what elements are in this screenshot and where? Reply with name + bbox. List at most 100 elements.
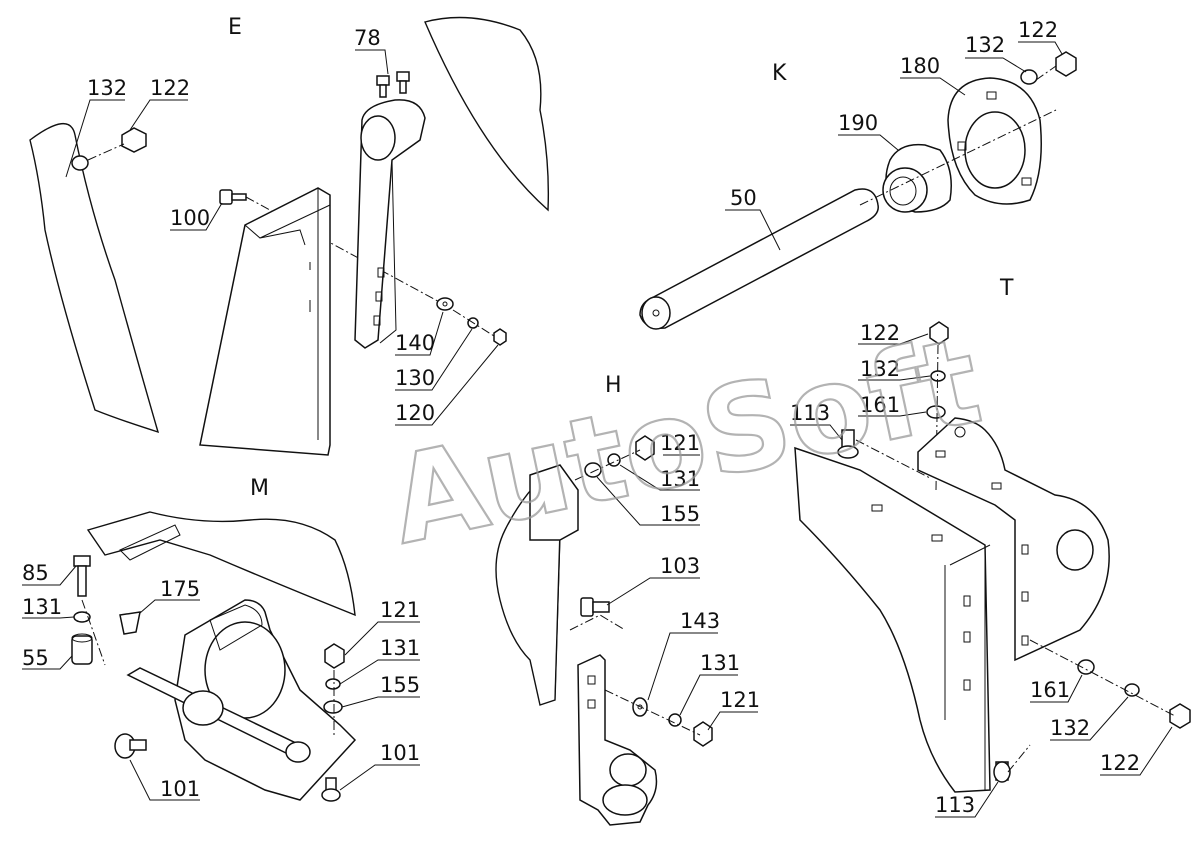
t-washer-161b bbox=[1077, 659, 1095, 675]
h-axis-2 bbox=[569, 614, 626, 631]
label-k-122: 122 bbox=[1018, 18, 1058, 42]
t-panel-slot-3 bbox=[963, 595, 971, 607]
h-washer-155 bbox=[584, 462, 602, 478]
label-h-103: 103 bbox=[660, 554, 700, 578]
h-bolt-103 bbox=[580, 597, 594, 617]
e-leader-140 bbox=[395, 311, 444, 356]
t-slot-d bbox=[1021, 591, 1029, 602]
m-nut-121 bbox=[324, 643, 345, 669]
m-lockwasher-131b bbox=[325, 678, 341, 690]
h-plate-stem bbox=[554, 539, 561, 701]
m-leader-101a bbox=[129, 759, 200, 801]
view-k-title: K bbox=[772, 61, 787, 86]
h-bracket-slot-1 bbox=[587, 675, 596, 685]
label-t-161: 161 bbox=[860, 393, 900, 417]
view-t-title: T bbox=[999, 276, 1014, 301]
label-m-131: 131 bbox=[22, 595, 62, 619]
t-panel-edges bbox=[944, 544, 991, 790]
e-leader-132 bbox=[65, 99, 125, 178]
t-leader-132b bbox=[1050, 696, 1129, 741]
label-m-85: 85 bbox=[22, 561, 49, 585]
e-arm-flange bbox=[379, 159, 397, 344]
m-leader-175 bbox=[139, 599, 200, 614]
t-leader-132 bbox=[858, 375, 931, 381]
label-t-113b: 113 bbox=[935, 793, 975, 817]
t-upper-bracket bbox=[917, 417, 1110, 662]
label-t-113a: 113 bbox=[790, 401, 830, 425]
k-washer-132 bbox=[1020, 69, 1038, 85]
k-flange-hole-2 bbox=[1021, 177, 1032, 186]
t-slot-c bbox=[1021, 544, 1029, 555]
h-axis-3 bbox=[604, 689, 701, 736]
t-axis-3 bbox=[1029, 639, 1176, 717]
t-washer-161 bbox=[926, 405, 946, 419]
e-bolt-100-shank bbox=[231, 193, 247, 201]
e-nut-120 bbox=[493, 328, 507, 346]
e-right-panel bbox=[424, 16, 550, 212]
view-e-group: E bbox=[29, 15, 550, 456]
e-leader-78 bbox=[355, 49, 389, 75]
m-axis-1 bbox=[81, 599, 106, 666]
h-leader-131 bbox=[619, 464, 700, 491]
k-nut-122 bbox=[1055, 51, 1077, 77]
m-bolt-85-head bbox=[73, 555, 91, 567]
k-axis-1 bbox=[1035, 65, 1057, 81]
label-m-101b: 101 bbox=[380, 741, 420, 765]
e-arm-slot-3 bbox=[373, 315, 381, 326]
t-panel-slot-1 bbox=[871, 504, 883, 512]
k-leader-132 bbox=[965, 57, 1027, 73]
m-leader-55 bbox=[22, 655, 73, 670]
label-k-190: 190 bbox=[838, 111, 878, 135]
k-leader-190 bbox=[838, 134, 899, 151]
m-bolt-101b-head bbox=[321, 788, 341, 802]
label-t-122: 122 bbox=[860, 321, 900, 345]
m-leader-101b bbox=[339, 764, 420, 791]
t-lockwasher-132b bbox=[1124, 683, 1140, 697]
label-m-175: 175 bbox=[160, 577, 200, 601]
view-h-title: H bbox=[605, 373, 622, 398]
e-tapered-bracket bbox=[199, 187, 331, 456]
t-panel-slot-2 bbox=[931, 534, 943, 542]
e-bolt-78a bbox=[376, 75, 390, 86]
label-m-55: 55 bbox=[22, 646, 49, 670]
label-h-143: 143 bbox=[680, 609, 720, 633]
t-leader-113a bbox=[790, 424, 843, 441]
e-arm-slot-2 bbox=[375, 291, 383, 302]
m-shaft-collar bbox=[182, 690, 224, 726]
t-axis-2 bbox=[855, 439, 931, 479]
e-left-panel bbox=[29, 122, 160, 434]
view-m-title: M bbox=[250, 476, 269, 501]
m-leader-131 bbox=[22, 616, 75, 619]
label-t-122b: 122 bbox=[1100, 751, 1140, 775]
m-leader-155 bbox=[341, 696, 420, 708]
h-leader-155 bbox=[596, 476, 700, 526]
e-axis-3 bbox=[452, 309, 495, 337]
e-leader-100 bbox=[170, 202, 223, 231]
view-t-group: T bbox=[790, 276, 1191, 818]
e-leader-130 bbox=[395, 328, 473, 391]
e-washer-132 bbox=[71, 155, 89, 171]
t-leader-161b bbox=[1030, 674, 1083, 703]
m-bolt-85-shank bbox=[77, 565, 87, 597]
label-t-132: 132 bbox=[860, 357, 900, 381]
t-leader-161 bbox=[858, 411, 927, 417]
view-e-title: E bbox=[228, 15, 242, 40]
k-shaft-center bbox=[652, 309, 660, 317]
t-axis-4 bbox=[1007, 744, 1031, 773]
k-axis-2 bbox=[859, 109, 1057, 206]
k-leader-50 bbox=[725, 209, 781, 251]
e-arm bbox=[354, 99, 426, 349]
e-bolt-78a-shank bbox=[379, 84, 387, 98]
h-roller-body bbox=[602, 784, 648, 816]
t-upper-hole bbox=[954, 426, 966, 438]
label-h-121: 121 bbox=[660, 431, 700, 455]
e-washer-140-hole bbox=[442, 301, 448, 307]
e-bolt-100 bbox=[219, 189, 233, 205]
e-leader-122 bbox=[129, 99, 188, 131]
k-leader-180 bbox=[900, 77, 966, 96]
m-shaft-nut bbox=[285, 741, 311, 763]
h-roller bbox=[609, 753, 647, 787]
m-leader-121 bbox=[344, 621, 420, 656]
